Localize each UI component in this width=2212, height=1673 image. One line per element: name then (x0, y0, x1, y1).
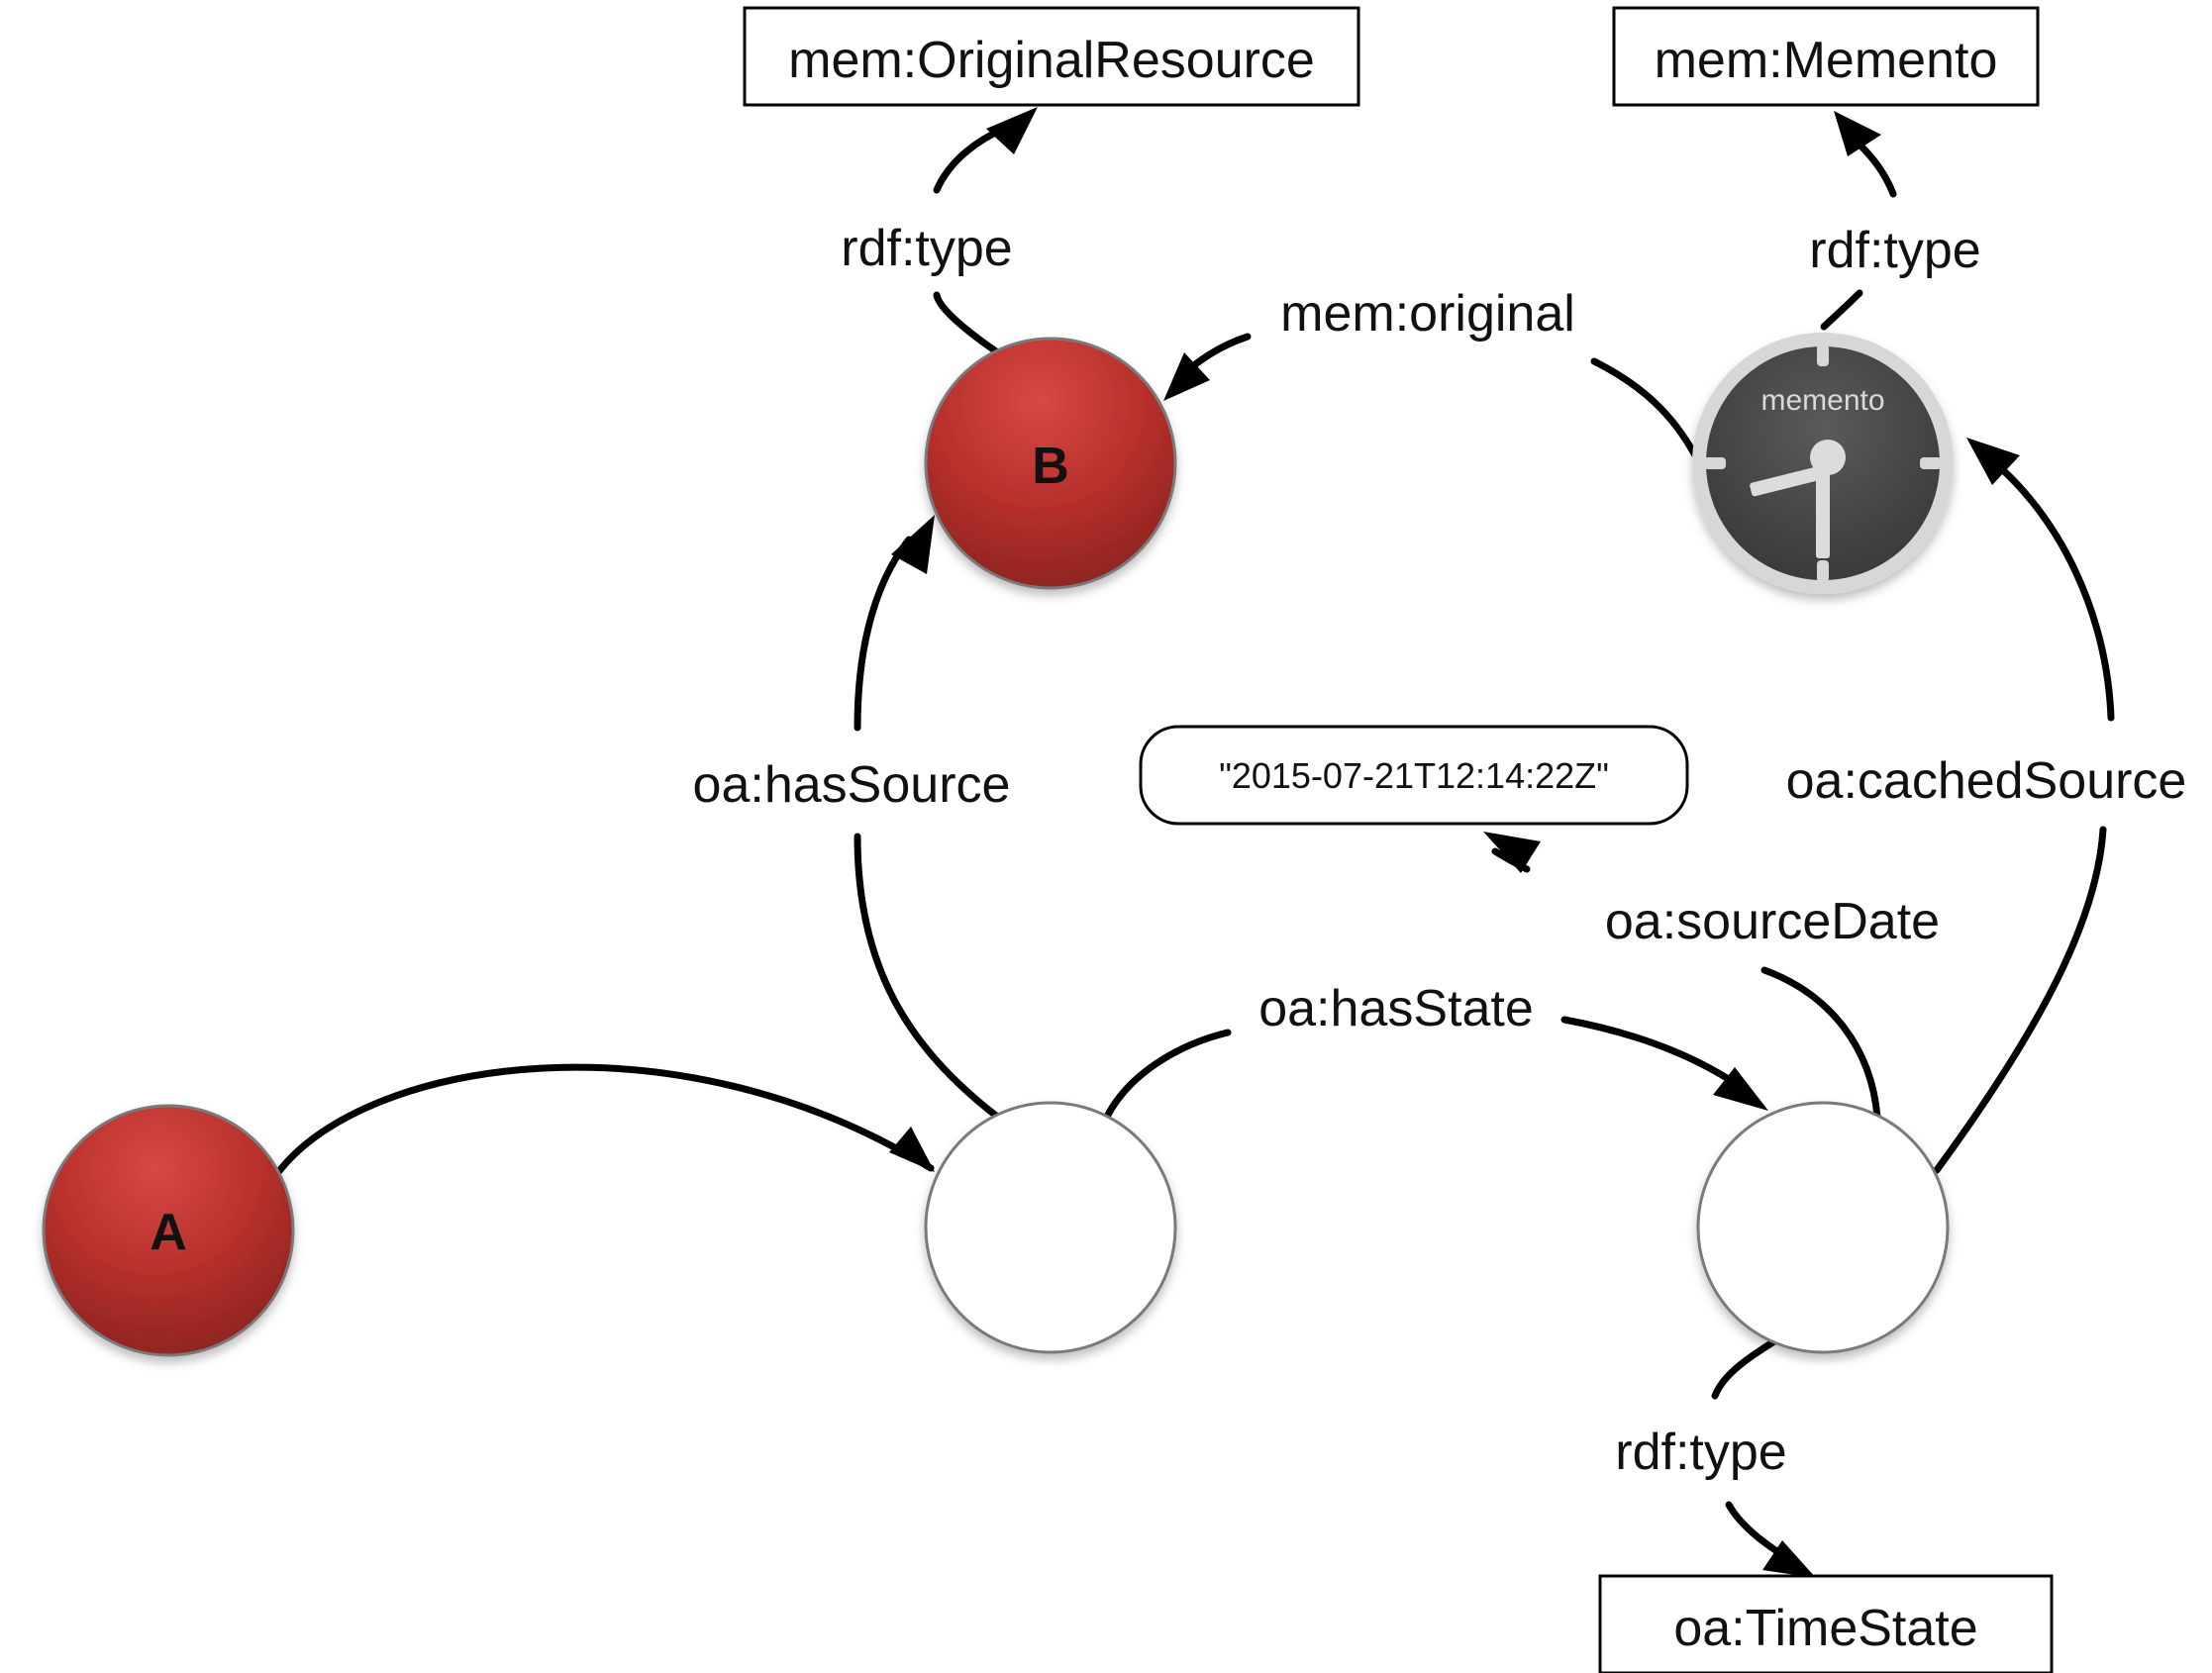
edge-has-source-lower (854, 833, 1000, 1120)
edge-cached-source-lower (1933, 826, 2107, 1174)
arrowhead (986, 107, 1038, 154)
arrowhead (1713, 1067, 1768, 1111)
clock-tick-left (1704, 457, 1726, 469)
edge-memento-type-upper (1858, 143, 1897, 198)
class-box-time-state-frame (1598, 1574, 2054, 1673)
edge-b-type-lower (933, 291, 1000, 355)
node-a-circle (42, 1104, 295, 1357)
clock-minute-hand (1816, 457, 1830, 558)
edge-label-has-state: oa:hasState (1258, 980, 1534, 1037)
edge-mem-original-right (1590, 357, 1699, 459)
edge-label-state-type: rdf:type (1615, 1424, 1786, 1481)
class-box-original-resource-frame (743, 6, 1360, 107)
literal-source-date[interactable]: "2015-07-21T12:14:22Z" (1139, 725, 1689, 826)
node-a-label: A (150, 1204, 187, 1261)
edge-label-memento-type: rdf:type (1809, 222, 1980, 279)
arrowhead (1762, 1540, 1816, 1578)
clock-tick-right (1920, 457, 1942, 469)
edge-has-state-left (1103, 1029, 1232, 1121)
edge-label-source-date: oa:sourceDate (1605, 893, 1940, 950)
blank-node-time-state[interactable] (1696, 1101, 1950, 1354)
class-box-memento[interactable]: mem:Memento (1612, 6, 2040, 107)
edge-has-source-upper (854, 536, 913, 732)
memento-icon-text: memento (1760, 384, 1884, 417)
node-b[interactable]: B (924, 337, 1177, 590)
node-a[interactable]: A (42, 1104, 295, 1357)
node-b-circle (924, 337, 1177, 590)
edge-memento-type-lower (1820, 289, 1863, 331)
literal-source-date-frame (1139, 725, 1689, 826)
node-b-label: B (1032, 438, 1069, 495)
clock-hour-hand (1750, 464, 1829, 497)
clock-tick-bottom (1817, 560, 1829, 582)
edge-label-has-source: oa:hasSource (693, 756, 1011, 814)
clock-center (1810, 440, 1846, 475)
arrowhead (1966, 438, 2020, 485)
edge-label-mem-original: mem:original (1280, 285, 1575, 343)
edge-a-to-annotation-target (275, 1063, 935, 1175)
clock-tick-top (1817, 344, 1829, 366)
arrowhead (1163, 352, 1210, 401)
class-memento-label: mem:Memento (1655, 32, 1998, 89)
memento-clock-icon[interactable]: memento (1692, 333, 1954, 594)
literal-source-date-value: "2015-07-21T12:14:22Z" (1219, 755, 1609, 796)
edge-label-cached-source: oa:cachedSource (1786, 752, 2187, 810)
arrowhead (889, 1127, 935, 1172)
class-box-original-resource[interactable]: mem:OriginalResource (743, 6, 1360, 107)
class-original-resource-label: mem:OriginalResource (788, 32, 1315, 89)
edge-cached-source-upper (1984, 453, 2115, 722)
blank-node-specific-resource[interactable] (924, 1101, 1177, 1354)
arrowhead (1483, 832, 1541, 873)
class-time-state-label: oa:TimeState (1673, 1600, 1977, 1657)
arrowhead (891, 515, 935, 574)
class-box-time-state[interactable]: oa:TimeState (1598, 1574, 2054, 1673)
arrowhead (1834, 111, 1881, 156)
edge-state-type-upper (1711, 1337, 1778, 1400)
edge-source-date-lower (1760, 966, 1881, 1121)
class-box-memento-frame (1612, 6, 2040, 107)
edge-label-b-type: rdf:type (841, 220, 1012, 277)
